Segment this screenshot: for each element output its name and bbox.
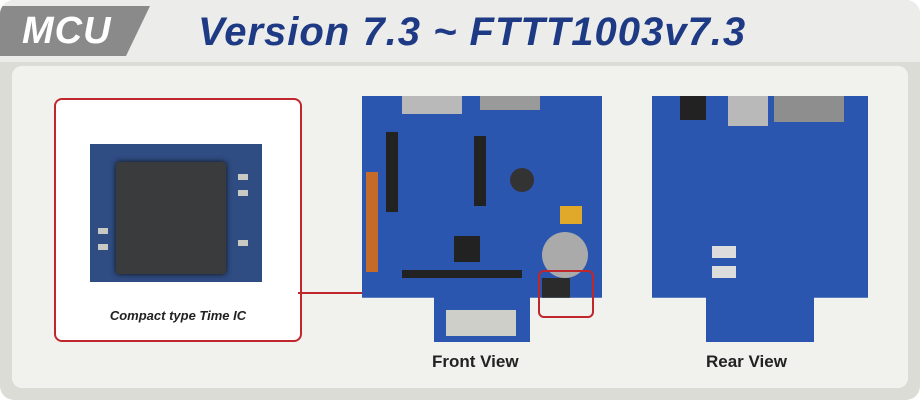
zoom-caption: Compact type Time IC bbox=[109, 308, 247, 323]
connector-decoration bbox=[366, 172, 378, 272]
section-tab bbox=[0, 6, 150, 56]
connector-decoration bbox=[480, 96, 540, 110]
pad-decoration bbox=[238, 174, 248, 180]
mcu-chip bbox=[454, 236, 480, 262]
connector-decoration bbox=[728, 96, 768, 126]
connector-decoration bbox=[774, 96, 844, 122]
pad-decoration bbox=[98, 244, 108, 250]
label-decoration bbox=[712, 266, 736, 278]
capacitor-decoration bbox=[510, 168, 534, 192]
page-title: Version 7.3 ~ FTTT1003v7.3 bbox=[198, 10, 747, 54]
label-decoration bbox=[712, 246, 736, 258]
rear-view-label: Rear View bbox=[706, 352, 787, 371]
time-ic-chip bbox=[116, 162, 226, 274]
zoom-callout-box: Compact type Time IC bbox=[54, 98, 302, 342]
time-ic-highlight-box bbox=[538, 270, 594, 318]
pad-decoration bbox=[98, 228, 108, 234]
pad-decoration bbox=[238, 240, 248, 246]
connector-decoration bbox=[402, 96, 462, 114]
header-pin-decoration bbox=[474, 136, 486, 206]
front-view-label: Front View bbox=[432, 352, 519, 371]
pad-decoration bbox=[238, 190, 248, 196]
power-jack-decoration bbox=[680, 96, 706, 120]
header-pin-decoration bbox=[402, 270, 522, 278]
header-band bbox=[0, 0, 920, 62]
header-pin-decoration bbox=[386, 132, 398, 212]
chip-closeup-image bbox=[90, 144, 262, 282]
label-sticker bbox=[446, 310, 516, 336]
section-tab-label: MCU bbox=[22, 10, 112, 52]
capacitor-decoration bbox=[560, 206, 582, 224]
